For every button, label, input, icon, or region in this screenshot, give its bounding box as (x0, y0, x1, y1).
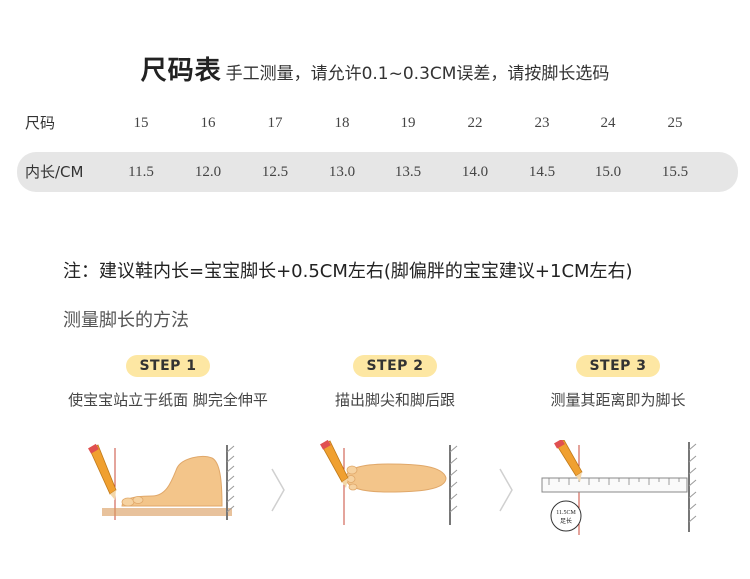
pencil-icon (554, 440, 583, 482)
length-cell: 15.0 (594, 164, 622, 180)
step-2: STEP 2 描出脚尖和脚后跟 (275, 355, 515, 410)
step-3: STEP 3 测量其距离即为脚长 (498, 355, 738, 410)
fit-note: 注：建议鞋内长=宝宝脚长+0.5CM左右(脚偏胖的宝宝建议+1CM左右) (63, 261, 633, 282)
length-cell: 15.5 (661, 164, 689, 180)
step-badge: STEP 1 (126, 355, 210, 377)
length-circle (550, 500, 582, 532)
step-badge: STEP 3 (576, 355, 660, 377)
size-cell: 15 (133, 115, 149, 131)
pencil-icon (320, 440, 349, 488)
pencil-icon (88, 443, 117, 500)
paper-surface (102, 508, 232, 516)
step-description: 使宝宝站立于纸面 脚完全伸平 (68, 391, 268, 409)
length-cell: 14.0 (461, 164, 489, 180)
size-cell: 24 (600, 115, 616, 131)
chevron-right-icon (499, 468, 513, 512)
size-cell: 25 (667, 115, 683, 131)
step1-foot-illustration (88, 443, 235, 520)
length-cell: 13.0 (328, 164, 356, 180)
chevron-right-icon (271, 468, 285, 512)
length-cell: 11.5 (128, 164, 154, 180)
step2-trace-illustration (320, 440, 458, 525)
title-row: 尺码表手工测量，请允许0.1~0.3CM误差，请按脚长选码 (0, 50, 750, 87)
length-cell: 12.5 (261, 164, 289, 180)
size-cell: 16 (200, 115, 216, 131)
step-description: 测量其距离即为脚长 (550, 391, 686, 409)
ruler-icon (541, 477, 688, 493)
length-cell: 12.0 (194, 164, 222, 180)
length-circle-value: 11.5CM (556, 510, 576, 516)
step-badge: STEP 2 (353, 355, 437, 377)
size-cell: 17 (267, 115, 283, 131)
step3-ruler-illustration: 11.5CM 足长 (541, 440, 697, 535)
step-description: 描出脚尖和脚后跟 (334, 391, 455, 409)
length-row: 内长/CM 11.5 12.0 12.5 13.0 13.5 14.0 14.5… (17, 152, 738, 192)
size-cell: 18 (334, 115, 350, 131)
size-row: 尺码 15 16 17 18 19 22 23 24 25 (17, 104, 738, 142)
size-cell: 19 (400, 115, 416, 131)
length-cell: 13.5 (394, 164, 422, 180)
size-table: 尺码 15 16 17 18 19 22 23 24 25 内长/CM 11.5… (17, 104, 738, 192)
size-cell: 22 (467, 115, 483, 131)
page-title: 尺码表 (140, 56, 222, 86)
length-cell: 14.5 (528, 164, 556, 180)
method-title: 测量脚长的方法 (63, 310, 189, 331)
length-circle-label: 足长 (560, 517, 572, 525)
page-subtitle: 手工测量，请允许0.1~0.3CM误差，请按脚长选码 (225, 64, 610, 84)
length-row-label: 内长/CM (25, 163, 84, 181)
size-cell: 23 (534, 115, 550, 131)
step-1: STEP 1 使宝宝站立于纸面 脚完全伸平 (48, 355, 288, 410)
foot-icon (345, 463, 447, 493)
size-row-label: 尺码 (25, 114, 56, 132)
